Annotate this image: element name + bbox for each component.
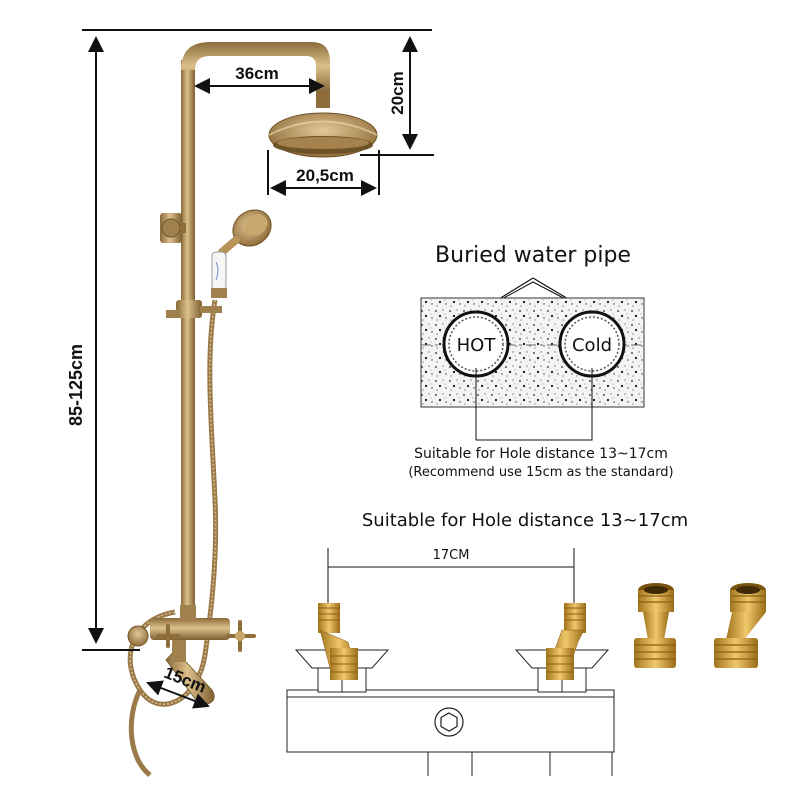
right-eccentric-fitting <box>514 603 610 693</box>
left-eccentric-fitting <box>294 603 390 693</box>
pipe-panel-title: Buried water pipe <box>435 243 631 268</box>
fitting-panel-title: Suitable for Hole distance 13~17cm <box>362 510 688 531</box>
hot-label: HOT <box>457 335 497 356</box>
total-height-label: 85-125cm <box>66 344 86 426</box>
wall-bracket <box>160 213 186 243</box>
fitting-panel: Suitable for Hole distance 13~17cm 17CM <box>286 510 688 776</box>
hot-pipe <box>442 310 510 378</box>
head-diameter-label: 20,5cm <box>296 166 354 185</box>
hand-shower <box>211 209 272 298</box>
arm-length-label: 36cm <box>235 64 278 83</box>
cold-label: Cold <box>572 335 612 356</box>
shower-arm <box>181 42 330 95</box>
slide-holder <box>166 300 222 318</box>
shower-system-illustration <box>127 42 378 777</box>
brass-fitting-photo-right <box>714 583 766 668</box>
dimension-lines <box>82 29 434 709</box>
pipe-note-line2: (Recommend use 15cm as the standard) <box>408 465 673 480</box>
riser-pipe <box>181 60 195 620</box>
cross-handle-left <box>156 624 180 648</box>
cold-pipe <box>558 310 626 378</box>
valve-body-outline <box>286 689 615 776</box>
pipe-note-line1: Suitable for Hole distance 13~17cm <box>414 446 668 462</box>
brass-fitting-photo-left <box>634 583 676 668</box>
head-drop-label: 20cm <box>388 71 407 114</box>
distance-label: 17CM <box>433 548 470 563</box>
buried-pipe-panel: Buried water pipe HOT Cold Suitable for … <box>408 243 673 480</box>
